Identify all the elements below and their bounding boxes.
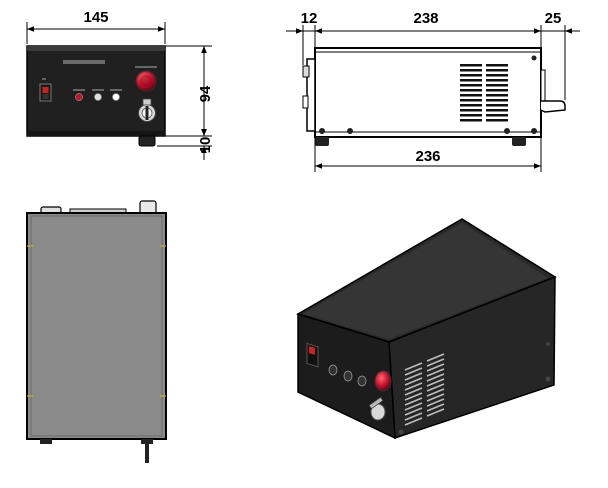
vent-slot xyxy=(486,99,508,102)
iso-indicator-led-icon xyxy=(328,364,367,387)
dim-front-width: 145 xyxy=(83,9,108,26)
vent-slot xyxy=(460,99,482,102)
emergency-stop-icon xyxy=(135,66,157,92)
iso-vent-slot xyxy=(426,398,445,407)
brand-label-icon xyxy=(63,60,105,64)
front-foot xyxy=(138,135,156,147)
iso-vent-slot xyxy=(426,373,445,382)
vent-slot xyxy=(460,69,482,72)
isometric-view xyxy=(296,218,557,440)
iso-vent-slots-icon xyxy=(404,353,445,426)
vent-slot xyxy=(486,94,508,97)
iso-power-switch-icon xyxy=(306,342,319,368)
dim-foot-height: 10 xyxy=(197,137,214,154)
iso-vent-slot xyxy=(426,368,445,377)
vent-slot xyxy=(460,114,482,117)
key-switch-icon xyxy=(138,98,156,122)
side-view: 12 238 25 236 xyxy=(286,10,580,172)
iso-vent-slot xyxy=(426,408,445,417)
iso-vent-slot xyxy=(404,407,423,416)
vent-slot xyxy=(460,119,482,122)
iso-vent-slot xyxy=(404,412,423,421)
iso-emergency-stop-icon xyxy=(374,370,392,392)
vent-slot xyxy=(460,104,482,107)
iso-vent-slot xyxy=(404,362,423,371)
side-panel xyxy=(314,47,542,138)
vent-slot xyxy=(486,109,508,112)
vent-slot xyxy=(486,119,508,122)
iso-vent-slot xyxy=(404,402,423,411)
dim-side-right-offset: 25 xyxy=(545,10,562,27)
vent-slot xyxy=(486,69,508,72)
iso-vent-slot xyxy=(426,393,445,402)
iso-vent-slot xyxy=(426,358,445,367)
vent-slot xyxy=(460,84,482,87)
iso-vent-slot xyxy=(426,403,445,412)
vent-slot xyxy=(460,79,482,82)
iso-vent-slot xyxy=(426,378,445,387)
iso-vent-slot xyxy=(404,372,423,381)
iso-vent-slot xyxy=(426,383,445,392)
iso-vent-slot xyxy=(404,377,423,386)
rear-handle-icon xyxy=(540,100,566,113)
svg-text:I/O: I/O xyxy=(42,77,47,81)
vent-slot xyxy=(486,89,508,92)
vent-slot xyxy=(460,74,482,77)
dim-side-length: 238 xyxy=(413,10,438,27)
vent-slot xyxy=(486,114,508,117)
vent-slots-icon xyxy=(460,64,508,122)
power-switch-icon: I/O xyxy=(39,77,52,102)
front-panel-top-edge xyxy=(27,46,165,51)
iso-vent-slot xyxy=(404,387,423,396)
rear-cable-icon xyxy=(145,439,149,463)
front-view: 145 I/O xyxy=(26,9,214,160)
vent-slot xyxy=(486,84,508,87)
dim-base-length: 236 xyxy=(415,148,440,165)
vent-slot xyxy=(460,64,482,67)
iso-vent-slot xyxy=(404,417,423,426)
vent-slot xyxy=(486,74,508,77)
iso-vent-slot xyxy=(404,367,423,376)
vent-slot xyxy=(460,89,482,92)
vent-slot xyxy=(486,104,508,107)
vent-slot xyxy=(486,79,508,82)
iso-vent-slot xyxy=(404,392,423,401)
iso-vent-slot xyxy=(426,353,445,362)
vent-slot xyxy=(486,64,508,67)
dim-front-height: 94 xyxy=(197,85,214,102)
vent-slot xyxy=(460,109,482,112)
iso-vent-slot xyxy=(404,382,423,391)
top-panel xyxy=(26,212,167,440)
iso-vent-slot xyxy=(404,397,423,406)
iso-vent-slot xyxy=(426,363,445,372)
iso-vent-slot xyxy=(426,388,445,397)
indicator-led-icon xyxy=(73,89,122,101)
dim-side-left-offset: 12 xyxy=(301,10,318,27)
top-view xyxy=(26,200,167,463)
vent-slot xyxy=(460,94,482,97)
iso-key-switch-icon xyxy=(368,396,386,421)
